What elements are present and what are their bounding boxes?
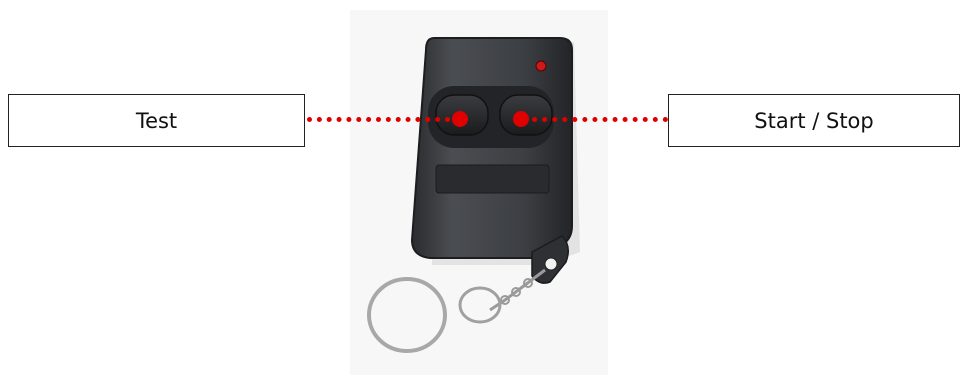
- start-stop-label-box: Start / Stop: [668, 94, 960, 147]
- test-button-marker: [452, 111, 468, 127]
- start-stop-button-marker: [513, 111, 529, 127]
- start-stop-label: Start / Stop: [754, 109, 873, 133]
- label-recess: [436, 165, 549, 193]
- test-leader-line: [307, 117, 460, 122]
- led-indicator: [536, 61, 546, 71]
- start-stop-leader-line: [522, 117, 668, 122]
- car-remote-keyfob-icon: [300, 0, 666, 375]
- test-label: Test: [136, 109, 177, 133]
- test-label-box: Test: [8, 94, 305, 147]
